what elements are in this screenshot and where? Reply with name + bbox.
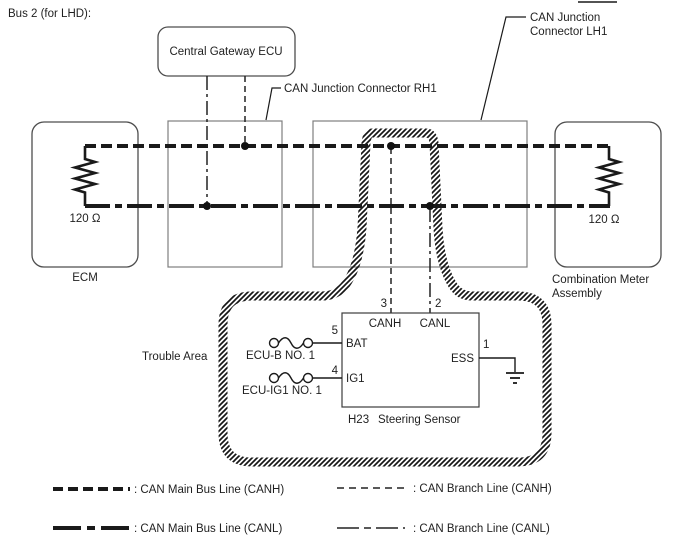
fuse-ecu-b-element bbox=[277, 337, 305, 349]
junction-rh1-label: CAN Junction Connector RH1 bbox=[284, 83, 437, 95]
fuse-ecu-ig1-element bbox=[277, 372, 305, 384]
ess-wire bbox=[479, 357, 516, 372]
sensor-ess-pin-label: ESS bbox=[451, 353, 474, 365]
fuse-ecu-b-label: ECU-B NO. 1 bbox=[246, 350, 315, 362]
junction-connector-rh1-box bbox=[167, 120, 283, 268]
diagram-title: Bus 2 (for LHD): bbox=[8, 8, 91, 20]
fuse-ecu-ig1 bbox=[268, 372, 342, 384]
ecm-box bbox=[31, 121, 139, 268]
ess-ground bbox=[479, 357, 524, 384]
ecm-terminating-resistor bbox=[70, 146, 100, 206]
fuse-ecu-b bbox=[268, 337, 342, 349]
junction-lh1-callout: CAN Junction Connector LH1 bbox=[480, 12, 607, 121]
sensor-name-label: Steering Sensor bbox=[378, 414, 461, 426]
central-gateway-ecu-label: Central Gateway ECU bbox=[169, 46, 282, 58]
trouble-area-label: Trouble Area bbox=[142, 351, 208, 363]
fuse-ecu-ig1-label: ECU-IG1 NO. 1 bbox=[242, 385, 322, 397]
fuse-ecu-b-right-terminal bbox=[302, 337, 314, 349]
sensor-ig1-pin-label: IG1 bbox=[346, 373, 365, 385]
pin-2-number: 2 bbox=[435, 298, 441, 310]
junction-lh1-label-line1: CAN Junction bbox=[530, 12, 600, 24]
resistor-zigzag-right bbox=[594, 146, 624, 206]
sensor-canh-pin-label: CANH bbox=[369, 318, 402, 330]
legend: : CAN Main Bus Line (CANH) : CAN Main Bu… bbox=[53, 483, 552, 535]
legend-main-canh-label: : CAN Main Bus Line (CANH) bbox=[134, 484, 284, 496]
ecm-label: ECM bbox=[72, 272, 98, 284]
sensor-canl-pin-label: CANL bbox=[420, 318, 451, 330]
legend-branch-canh-label: : CAN Branch Line (CANH) bbox=[413, 483, 552, 495]
central-gateway-ecu-box bbox=[157, 26, 296, 77]
junction-lh1-label-line2: Connector LH1 bbox=[530, 26, 607, 38]
ecm-resistor-value: 120 Ω bbox=[70, 213, 101, 225]
trouble-area-outline bbox=[218, 128, 552, 467]
junction-rh1-callout: CAN Junction Connector RH1 bbox=[265, 83, 437, 121]
pin-1-number: 1 bbox=[483, 339, 489, 351]
resistor-zigzag-left bbox=[70, 146, 100, 206]
combination-meter-box bbox=[554, 121, 662, 268]
legend-main-canl-label: : CAN Main Bus Line (CANL) bbox=[134, 523, 282, 535]
junction-connector-lh1-box bbox=[312, 120, 528, 268]
legend-branch-canl-label: : CAN Branch Line (CANL) bbox=[413, 523, 550, 535]
meter-terminating-resistor bbox=[594, 146, 624, 206]
combination-meter-label-line1: Combination Meter bbox=[552, 274, 649, 286]
lh1-canl-junction-dot bbox=[426, 202, 434, 210]
fuse-ecu-ig1-left-terminal bbox=[268, 372, 280, 384]
meter-resistor-value: 120 Ω bbox=[589, 214, 620, 226]
fuse-ecu-b-left-terminal bbox=[268, 337, 280, 349]
steering-sensor-box bbox=[341, 312, 480, 408]
sensor-connector-code: H23 bbox=[348, 414, 369, 426]
fuse-ecu-ig1-right-terminal bbox=[302, 372, 314, 384]
pin-3-number: 3 bbox=[381, 298, 387, 310]
pin-5-number: 5 bbox=[332, 325, 338, 337]
combination-meter-label-line2: Assembly bbox=[552, 288, 602, 300]
sensor-bat-pin-label: BAT bbox=[346, 338, 368, 350]
junction-rh1-leader-line bbox=[265, 87, 281, 121]
rh1-canh-junction-dot bbox=[241, 142, 249, 150]
lh1-canh-junction-dot bbox=[387, 142, 395, 150]
pin-4-number: 4 bbox=[332, 365, 339, 377]
rh1-canl-junction-dot bbox=[203, 202, 211, 210]
junction-lh1-leader-line bbox=[480, 16, 526, 121]
